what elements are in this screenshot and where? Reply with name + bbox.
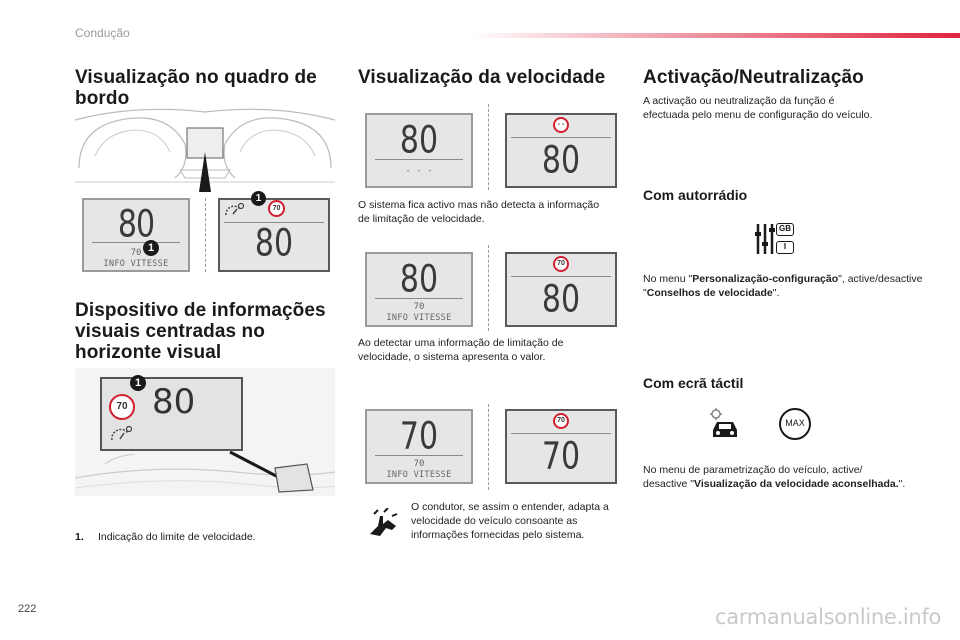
callout-badge: 1 bbox=[130, 375, 146, 391]
driver-hand-icon bbox=[370, 508, 398, 536]
sliders-icon bbox=[755, 224, 775, 254]
list-text: Indicação do limite de velocidade. bbox=[98, 531, 256, 543]
lcd-limit: 70 bbox=[413, 459, 425, 469]
heading-radio: Com autorrádio bbox=[643, 187, 748, 203]
lcd-divider bbox=[224, 222, 324, 223]
lcd-speed: 80 bbox=[399, 257, 439, 302]
text-no-detection: O sistema fica activo mas não detecta a … bbox=[358, 199, 600, 225]
text-fragment: ", active/desactive " bbox=[643, 273, 923, 299]
lcd-row3-left: 70 70 INFO VITESSE bbox=[365, 409, 473, 484]
text-fragment: ". bbox=[898, 478, 906, 490]
lcd-info-text: INFO VITESSE bbox=[386, 470, 452, 480]
speedometer-icon bbox=[225, 202, 244, 216]
speed-limit-sign: 70 bbox=[553, 413, 569, 429]
lcd-speed: 80 bbox=[541, 277, 581, 322]
max-speed-icon: MAX bbox=[779, 408, 811, 440]
text-radio-menu: No menu "Personalização-configuração", a… bbox=[643, 272, 923, 300]
lcd-limit: 70 bbox=[130, 248, 142, 258]
speed-limit-sign: 70 bbox=[553, 256, 569, 272]
lcd-speed: 80 bbox=[117, 202, 155, 247]
instrument-lcd-display: 80 70 INFO VITESSE bbox=[82, 198, 190, 272]
callout-badge: 1 bbox=[143, 240, 159, 256]
lcd-dashes: - - - bbox=[405, 166, 433, 176]
watermark: carmanualsonline.info bbox=[715, 605, 942, 629]
lcd-speed: 80 bbox=[541, 138, 581, 183]
page-number: 222 bbox=[18, 603, 37, 615]
lcd-divider bbox=[375, 455, 463, 456]
text-activation-intro: A activação ou neutralização da função é… bbox=[643, 95, 873, 121]
lcd-info-text: INFO VITESSE bbox=[386, 313, 452, 323]
speed-limit-sign: 70 bbox=[109, 394, 135, 420]
text-fragment: No menu de parametrização do veículo, ac… bbox=[643, 464, 863, 490]
lcd-row1-left: 80 - - - bbox=[365, 113, 473, 188]
speed-limit-sign: 70 bbox=[268, 200, 285, 217]
radio-settings-icon: GB I bbox=[754, 222, 796, 258]
language-gb-icon: GB bbox=[776, 223, 794, 236]
dashed-separator bbox=[488, 104, 489, 190]
heading-hud: Dispositivo de informações visuais centr… bbox=[75, 300, 326, 363]
text-fragment: No menu " bbox=[643, 273, 693, 285]
vehicle-settings-icon bbox=[710, 408, 737, 437]
heading-activation: Activação/Neutralização bbox=[643, 67, 864, 88]
dashed-separator bbox=[488, 245, 489, 331]
lcd-speed: 80 bbox=[399, 118, 439, 163]
text-touchscreen-menu: No menu de parametrização do veículo, ac… bbox=[643, 463, 908, 491]
hud-speed: 80 bbox=[152, 382, 196, 422]
dashboard-illustration bbox=[75, 108, 335, 192]
lcd-row2-left: 80 70 INFO VITESSE bbox=[365, 252, 473, 327]
lcd-limit: 70 bbox=[413, 302, 425, 312]
lcd-info-text: INFO VITESSE bbox=[103, 259, 169, 269]
lcd-divider bbox=[511, 276, 611, 277]
header-accent-bar bbox=[470, 33, 960, 38]
menu-path-personalization: Personalização-configuração bbox=[692, 273, 839, 285]
list-number: 1. bbox=[75, 531, 84, 543]
lcd-divider bbox=[511, 137, 611, 138]
dashed-separator bbox=[205, 198, 206, 272]
lcd-speed: 70 bbox=[399, 414, 439, 459]
hud-screen: 70 1 80 bbox=[100, 375, 243, 451]
callout-badge: 1 bbox=[251, 191, 266, 206]
lcd-speed: 80 bbox=[254, 221, 294, 266]
text-detected: Ao detectar uma informação de limitação … bbox=[358, 337, 564, 363]
lcd-speed: 70 bbox=[541, 434, 581, 479]
lcd-divider bbox=[511, 433, 611, 434]
heading-touchscreen: Com ecrã táctil bbox=[643, 375, 744, 391]
dashed-separator bbox=[488, 404, 489, 490]
menu-option-speed-display: Visualização da velocidade aconselhada. bbox=[694, 478, 899, 490]
text-fragment: ". bbox=[772, 287, 780, 299]
speedometer-icon bbox=[111, 425, 132, 441]
section-label: Condução bbox=[75, 26, 130, 40]
lcd-divider bbox=[375, 159, 463, 160]
heading-speed-display: Visualização da velocidade bbox=[358, 67, 606, 88]
lcd-divider bbox=[375, 298, 463, 299]
speed-limit-sign-empty: - - bbox=[553, 117, 569, 133]
lcd-divider bbox=[92, 242, 180, 243]
heading-dashboard-display: Visualização no quadro de bordo bbox=[75, 67, 317, 109]
info-i-icon: I bbox=[776, 241, 794, 254]
text-driver-note: O condutor, se assim o entender, adapta … bbox=[411, 501, 609, 541]
menu-option-speed-advice: Conselhos de velocidade bbox=[646, 287, 773, 299]
